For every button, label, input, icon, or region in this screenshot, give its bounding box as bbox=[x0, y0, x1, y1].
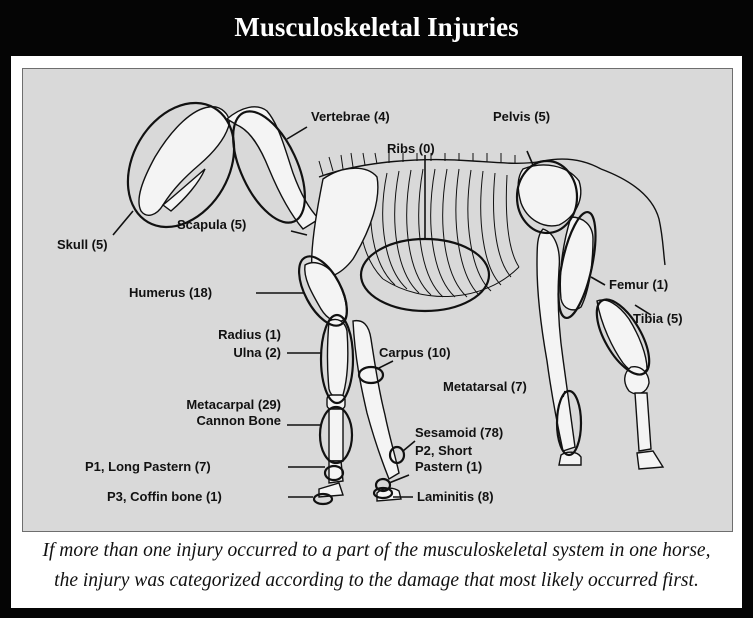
laminitis-label: Laminitis (8) bbox=[417, 489, 494, 504]
skeleton-svg: Skull (5) Vertebrae (4) Ribs (0) Pelvis … bbox=[23, 69, 732, 531]
sesamoid-leader bbox=[403, 441, 415, 451]
metacarpal-label: Metacarpal (29) bbox=[186, 397, 281, 412]
scapula-leader bbox=[291, 231, 307, 235]
skull-label: Skull (5) bbox=[57, 237, 108, 252]
skull-leader bbox=[113, 211, 133, 235]
radius-label: Radius (1) bbox=[218, 327, 281, 342]
rear-hoof-bone bbox=[637, 451, 663, 469]
skeleton-diagram: Skull (5) Vertebrae (4) Ribs (0) Pelvis … bbox=[22, 68, 733, 532]
caption-line-2: the injury was categorized according to … bbox=[11, 566, 742, 596]
humerus-label: Humerus (18) bbox=[129, 285, 212, 300]
tail-bone bbox=[601, 169, 665, 265]
femur-leader bbox=[591, 277, 605, 285]
tibia-label: Tibia (5) bbox=[633, 311, 683, 326]
scapula-label: Scapula (5) bbox=[177, 217, 246, 232]
cannon-bone-label: Cannon Bone bbox=[197, 413, 282, 428]
carpus-label: Carpus (10) bbox=[379, 345, 451, 360]
rear-cannon-bone bbox=[635, 393, 651, 451]
sesamoid-label: Sesamoid (78) bbox=[415, 425, 503, 440]
carpus-leader bbox=[377, 361, 393, 369]
caption-line-1: If more than one injury occurred to a pa… bbox=[11, 536, 742, 566]
metatarsal-label: Metatarsal (7) bbox=[443, 379, 527, 394]
vertebrae-label: Vertebrae (4) bbox=[311, 109, 390, 124]
p1-label: P1, Long Pastern (7) bbox=[85, 459, 211, 474]
p2-label-line2: Pastern (1) bbox=[415, 459, 482, 474]
ulna-label: Ulna (2) bbox=[233, 345, 281, 360]
front-cannon-bone bbox=[329, 409, 343, 461]
figure-caption: If more than one injury occurred to a pa… bbox=[11, 536, 742, 596]
ribs-highlight bbox=[361, 239, 489, 311]
pelvis-label: Pelvis (5) bbox=[493, 109, 550, 124]
rib-cage bbox=[359, 169, 519, 297]
radius-bone bbox=[328, 319, 348, 397]
horse-skeleton-illustration bbox=[139, 107, 665, 501]
vertebrae-leader bbox=[287, 127, 307, 139]
femur-label: Femur (1) bbox=[609, 277, 668, 292]
femur-bone bbox=[560, 217, 593, 310]
ribs-label: Ribs (0) bbox=[387, 141, 435, 156]
figure-title: Musculoskeletal Injuries bbox=[0, 0, 753, 54]
p3-label: P3, Coffin bone (1) bbox=[107, 489, 222, 504]
p2-label-line1: P2, Short bbox=[415, 443, 473, 458]
